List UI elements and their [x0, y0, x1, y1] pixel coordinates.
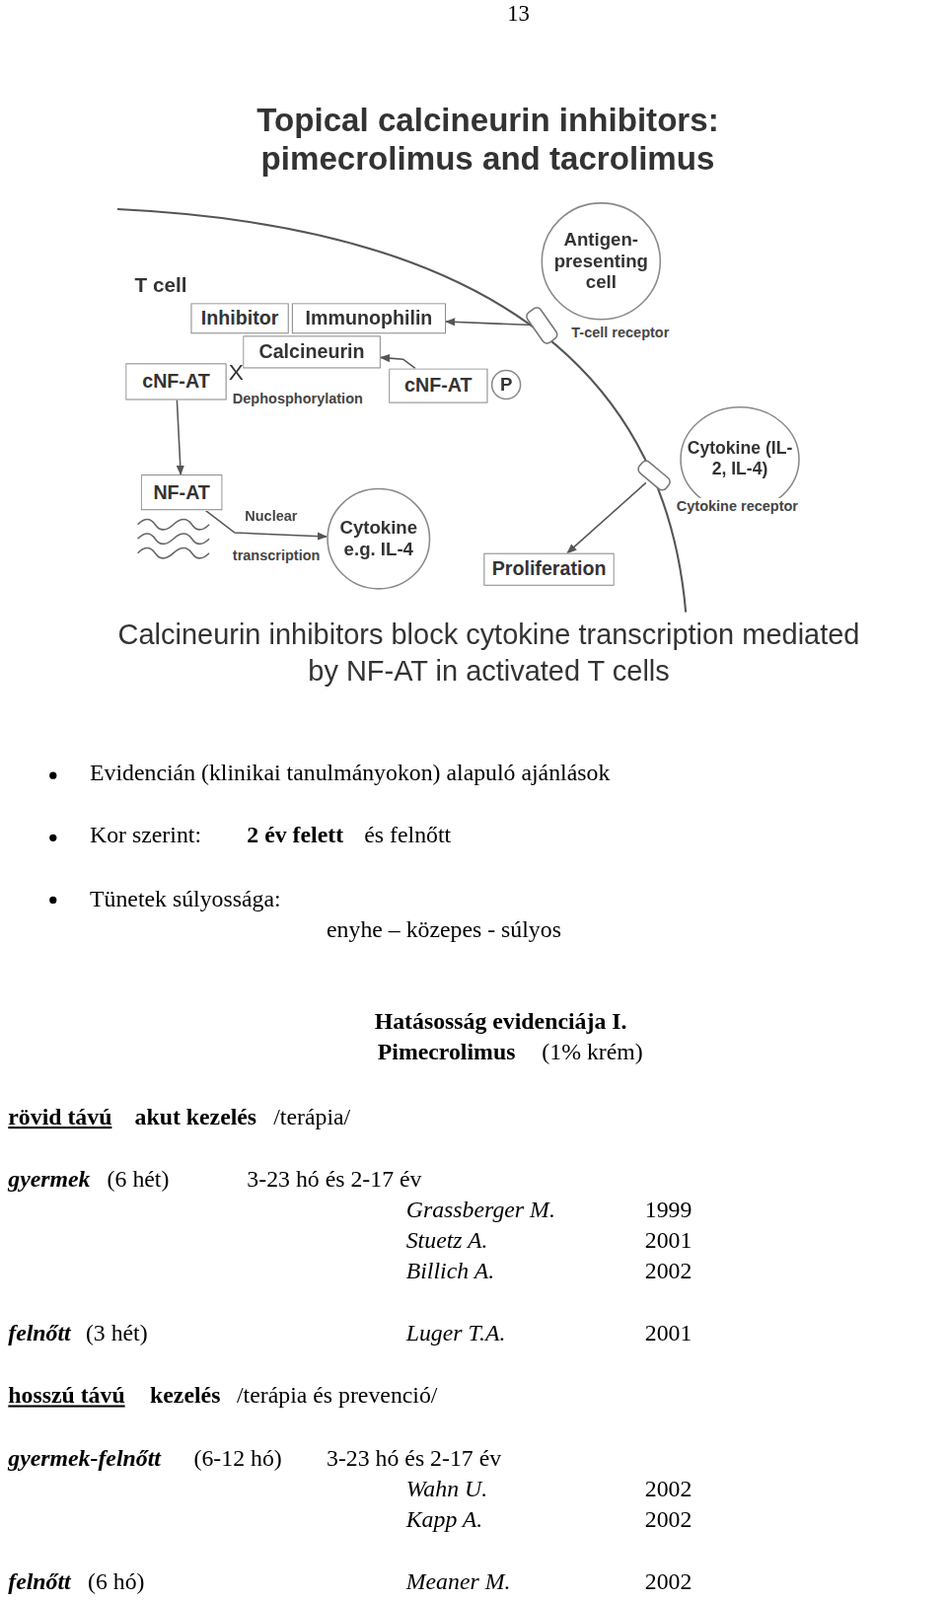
arrow-connector [445, 321, 533, 326]
body-text: felnőtt [7, 1568, 71, 1596]
body-text: Pimecrolimus [377, 1038, 516, 1066]
body-text: hosszú távú [7, 1383, 125, 1410]
body-text: 2002 [645, 1258, 693, 1286]
body-text: (3 hét) [85, 1320, 148, 1348]
dna-strand [138, 548, 210, 559]
body-text: Evidencián (klinikai tanulmányokon) alap… [89, 760, 610, 788]
bullet [49, 896, 57, 904]
body-text: 1999 [645, 1196, 693, 1224]
process-box: Calcineurin [242, 335, 381, 368]
node-text: Cytokine (IL-2, IL-4) [685, 438, 795, 479]
node-text: T-cell receptor [569, 324, 671, 342]
body-text: felnőtt [7, 1320, 71, 1348]
body-text: Billich A. [406, 1258, 495, 1286]
body-text: enyhe – közepes - súlyos [326, 916, 562, 944]
body-text: Tünetek súlyossága: [89, 885, 282, 913]
body-text: Grassberger M. [406, 1196, 556, 1224]
t-cell-membrane [117, 209, 686, 613]
body-text: 2001 [645, 1227, 693, 1254]
dna-strand [138, 519, 210, 530]
body-text: akut kezelés [135, 1103, 258, 1131]
body-text: Kor szerint: [89, 822, 202, 850]
body-text: 2 év felett [246, 822, 344, 850]
node-text: Calcineurin [258, 341, 365, 365]
node-text: Cytokine receptor [674, 498, 801, 515]
diagram-title: Topical calcineurin inhibitors: pimecrol… [181, 101, 795, 177]
body-text: 3-23 hó és 2-17 év [326, 1445, 502, 1472]
body-text: (6 hó) [87, 1568, 145, 1596]
diagram-label: Dephosphorylation [232, 389, 364, 407]
body-text: 2002 [645, 1475, 693, 1503]
node-text: Proliferation [492, 558, 607, 582]
process-box: Inhibitor [190, 302, 289, 334]
body-text: gyermek-felnőtt [7, 1445, 161, 1472]
body-text: kezelés [149, 1383, 220, 1410]
diagram-label: T cell [135, 273, 188, 297]
body-text: Kapp A. [406, 1506, 484, 1533]
body-text: Stuetz A. [406, 1227, 489, 1254]
body-text: /terápia/ [273, 1103, 351, 1131]
body-text: 3-23 hó és 2-17 év [246, 1165, 422, 1193]
cell-circle: Antigen-presenting cell [540, 202, 661, 321]
cell-circle: Cytokine e.g. IL-4 [326, 487, 432, 589]
body-text: Meaner M. [406, 1568, 511, 1596]
diagram-caption: Calcineurin inhibitors block cytokine tr… [106, 616, 873, 691]
node-text: Immunophilin [305, 306, 434, 330]
page-number: 13 [507, 0, 530, 26]
diagram-label: Nuclear [244, 507, 297, 524]
body-text: Hatásosság evidenciája I. [374, 1008, 628, 1035]
body-text: Wahn U. [406, 1475, 488, 1503]
body-text: (6-12 hó) [194, 1445, 283, 1472]
body-text: 2001 [645, 1320, 693, 1348]
body-text: (6 hét) [107, 1165, 170, 1193]
receptor-symbol: T-cell receptor [532, 305, 552, 345]
diagram-label: X [228, 359, 244, 385]
body-text: rövid távú [7, 1103, 112, 1131]
node-text: Cytokine e.g. IL-4 [331, 517, 426, 561]
node-text: NF-AT [152, 481, 210, 505]
process-box: Proliferation [483, 553, 614, 586]
body-text: gyermek [7, 1165, 90, 1193]
dna-strand [138, 533, 210, 544]
body-text: és felnőtt [364, 822, 451, 850]
arrow-connector [380, 357, 416, 368]
cell-circle: Cytokine (IL-2, IL-4) [679, 406, 801, 513]
process-box: Immunophilin [291, 302, 446, 334]
bullet [49, 772, 57, 780]
body-text: Luger T.A. [406, 1320, 507, 1348]
node-text: cNF-AT [142, 370, 210, 394]
process-box: NF-AT [141, 474, 223, 510]
bullet [49, 834, 57, 842]
process-box: cNF-AT [125, 363, 226, 400]
receptor-symbol: Cytokine receptor [646, 456, 663, 494]
diagram-label: transcription [232, 546, 321, 564]
arrow-connector [567, 482, 647, 553]
node-text: Antigen-presenting cell [548, 229, 656, 293]
body-text: 2002 [645, 1506, 693, 1533]
arrow-connector [176, 400, 181, 476]
process-box: cNF-AT [388, 367, 488, 403]
node-text: Inhibitor [201, 306, 280, 330]
body-text: (1% krém) [541, 1038, 643, 1066]
body-text: /terápia és prevenció/ [236, 1383, 438, 1410]
body-text: 2002 [645, 1568, 693, 1596]
node-text: cNF-AT [404, 374, 472, 398]
cell-circle: P [491, 368, 522, 400]
node-text: P [494, 373, 519, 395]
